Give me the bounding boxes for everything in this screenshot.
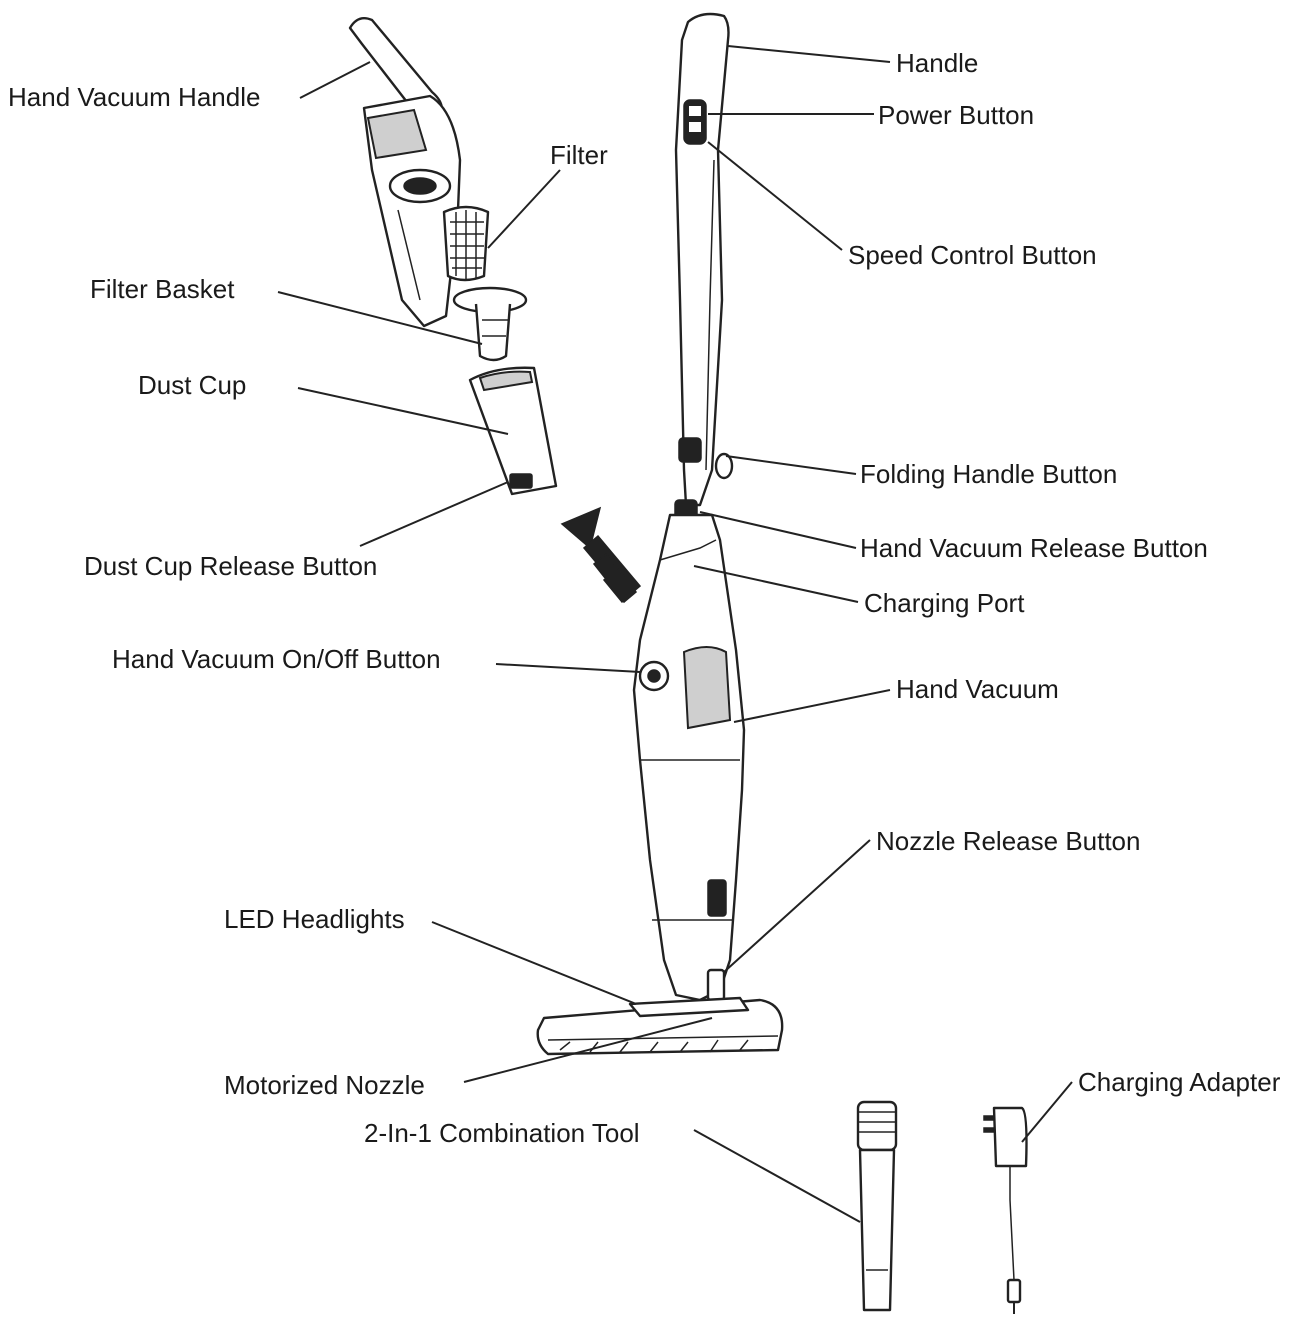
label-dust-cup-release-button: Dust Cup Release Button	[84, 551, 377, 581]
hand-vacuum-body	[632, 513, 746, 1002]
motorized-nozzle-shape	[536, 998, 784, 1056]
charging-adapter-illustration	[983, 1106, 1028, 1314]
label-hand-vacuum: Hand Vacuum	[896, 674, 1059, 704]
hand-vacuum-window	[682, 646, 732, 730]
exploded-hand-vacuum	[348, 17, 642, 604]
label-speed-control-button: Speed Control Button	[848, 240, 1097, 270]
label-charging-adapter: Charging Adapter	[1078, 1067, 1281, 1097]
stick-vacuum-illustration	[536, 12, 784, 1056]
dust-cup-release-button-shape	[509, 473, 533, 489]
folding-handle-button-shape	[678, 437, 702, 463]
label-handle: Handle	[896, 48, 978, 78]
label-hand-vacuum-handle: Hand Vacuum Handle	[8, 82, 260, 112]
insertion-arrow	[560, 506, 642, 604]
label-motorized-nozzle: Motorized Nozzle	[224, 1070, 425, 1100]
upper-handle-tube	[674, 12, 730, 507]
label-folding-handle-button: Folding Handle Button	[860, 459, 1117, 489]
label-hand-vacuum-release-button: Hand Vacuum Release Button	[860, 533, 1208, 563]
label-filter-basket: Filter Basket	[90, 274, 235, 304]
label-dust-cup: Dust Cup	[138, 370, 246, 400]
label-led-headlights: LED Headlights	[224, 904, 405, 934]
label-power-button: Power Button	[878, 100, 1034, 130]
label-nozzle-release-button: Nozzle Release Button	[876, 826, 1140, 856]
label-hand-vacuum-on-off-button: Hand Vacuum On/Off Button	[112, 644, 441, 674]
label-filter: Filter	[550, 140, 608, 170]
label-combination-tool: 2-In-1 Combination Tool	[364, 1118, 640, 1148]
dust-cup-shape	[468, 366, 558, 496]
part-labels: Handle Power Button Speed Control Button…	[8, 48, 1281, 1148]
leader-lines	[277, 45, 1073, 1223]
combination-tool-illustration	[856, 1100, 898, 1312]
label-charging-port: Charging Port	[864, 588, 1025, 618]
